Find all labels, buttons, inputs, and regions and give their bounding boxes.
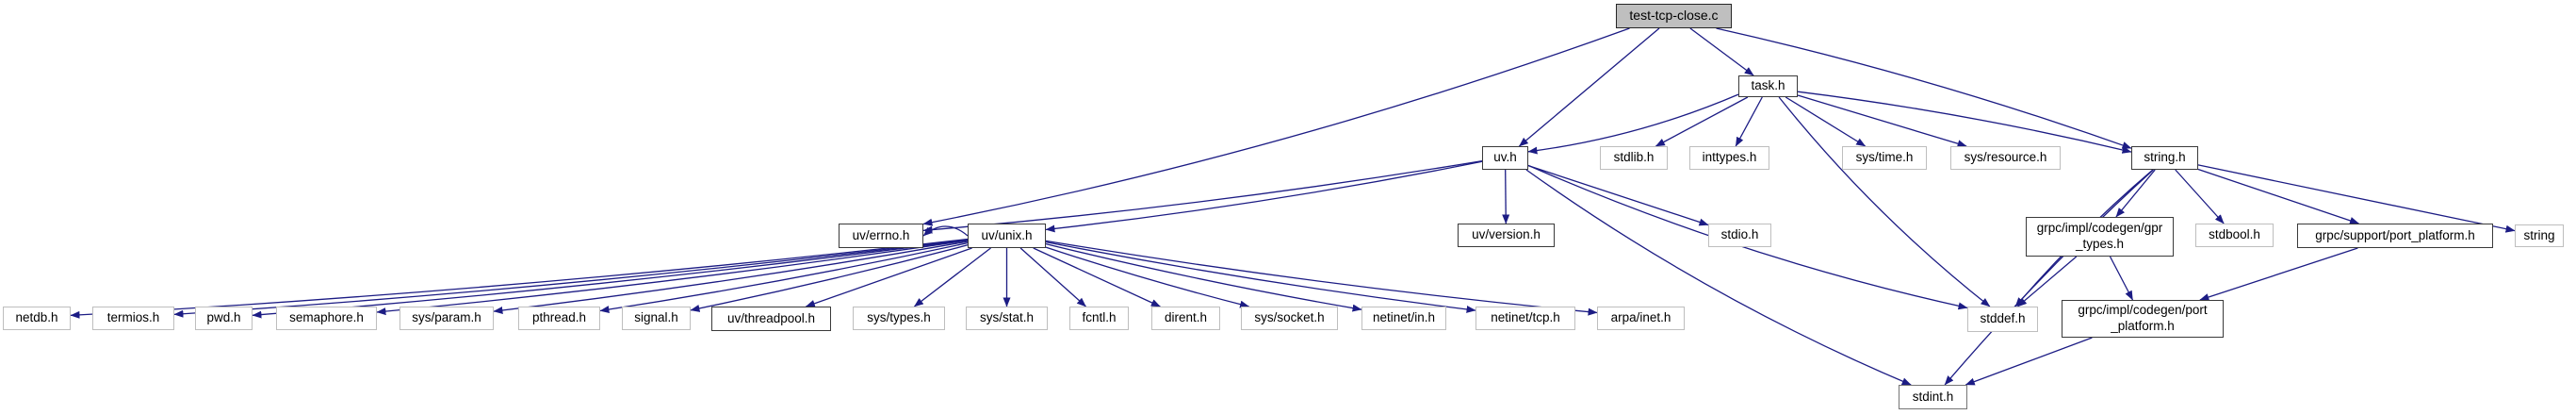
include-edge-grpc-impl-codegen-gpr-types-h-to-stddef-h (2016, 256, 2078, 307)
graph-node-pwd-h: pwd.h (195, 307, 253, 330)
include-edge-uv-unix-h-to-semaphore-h (376, 240, 969, 316)
include-edge-test-tcp-close-c-to-uv-h (1518, 27, 1660, 147)
graph-node-grpc-support-port-platform-h[interactable]: grpc/support/port_platform.h (2297, 224, 2493, 248)
graph-node-sys-stat-h: sys/stat.h (966, 307, 1048, 330)
include-edge-task-h-to-string-h (1797, 91, 2132, 154)
graph-node-semaphore-h: semaphore.h (276, 307, 377, 330)
include-edge-uv-h-to-stdint-h (1525, 169, 1912, 386)
include-edge-grpc-impl-codegen-gpr-types-h-to-grpc-impl-codegen-port-platform-h (2109, 256, 2134, 301)
include-edge-uv-unix-h-to-dirent-h (1033, 247, 1161, 307)
include-edge-uv-h-to-uv-version-h (1502, 169, 1510, 224)
graph-node-sys-types-h: sys/types.h (853, 307, 945, 330)
graph-node-arpa-inet-h: arpa/inet.h (1597, 307, 1685, 330)
graph-node-stdio-h: stdio.h (1708, 224, 1771, 247)
include-edge-string-h-to-stdint-h (1944, 169, 2154, 386)
include-edge-task-h-to-sys-time-h (1785, 96, 1867, 147)
include-edge-test-tcp-close-c-to-task-h (1689, 27, 1754, 76)
graph-node-dirent-h: dirent.h (1151, 307, 1220, 330)
include-edge-uv-unix-h-to-pthread-h (599, 241, 969, 314)
graph-node-termios-h: termios.h (92, 307, 174, 330)
graph-node-uv-unix-h[interactable]: uv/unix.h (968, 224, 1046, 248)
include-edge-test-tcp-close-c-to-string-h (1716, 27, 2132, 149)
graph-node-netdb-h: netdb.h (3, 307, 71, 330)
graph-node-string-h[interactable]: string.h (2131, 146, 2198, 170)
graph-node-netinet-in-h: netinet/in.h (1361, 307, 1446, 330)
graph-node-uv-version-h[interactable]: uv/version.h (1458, 224, 1555, 247)
graph-node-sys-resource-h: sys/resource.h (1950, 146, 2061, 170)
include-edge-uv-unix-h-to-netdb-h (70, 238, 969, 319)
include-edge-uv-unix-h-to-arpa-inet-h (1045, 240, 1598, 316)
graph-node-pthread-h: pthread.h (518, 307, 600, 330)
graph-node-uv-h[interactable]: uv.h (1482, 146, 1528, 170)
include-edge-uv-unix-h-to-netinet-tcp-h (1045, 241, 1476, 313)
graph-node-sys-socket-h: sys/socket.h (1241, 307, 1338, 330)
graph-node-string: string (2515, 224, 2564, 247)
graph-node-sys-param-h: sys/param.h (399, 307, 494, 330)
include-edge-task-h-to-sys-resource-h (1797, 94, 1967, 148)
graph-node-grpc-impl-codegen-port-platform-h[interactable]: grpc/impl/codegen/port _platform.h (2062, 300, 2224, 338)
graph-node-stdbool-h: stdbool.h (2195, 224, 2274, 247)
include-edge-uv-unix-h-to-fcntl-h (1019, 247, 1086, 307)
include-edge-task-h-to-uv-h (1527, 93, 1739, 155)
include-edge-string-h-to-grpc-support-port-platform-h (2197, 168, 2359, 224)
graph-node-grpc-impl-codegen-gpr-types-h[interactable]: grpc/impl/codegen/gpr _types.h (2026, 217, 2174, 257)
include-edge-uv-h-to-stdio-h (1527, 164, 1709, 226)
include-edge-grpc-support-port-platform-h-to-grpc-impl-codegen-port-platform-h (2199, 247, 2358, 301)
include-edge-string-h-to-grpc-impl-codegen-gpr-types-h (2115, 169, 2156, 218)
include-edge-uv-unix-h-to-termios-h (173, 239, 969, 318)
graph-node-sys-time-h: sys/time.h (1842, 146, 1927, 170)
include-edge-uv-unix-h-to-signal-h (690, 244, 969, 312)
graph-node-stddef-h: stddef.h (1967, 307, 2038, 332)
graph-node-signal-h: signal.h (622, 307, 691, 330)
include-edge-uv-unix-h-to-sys-socket-h (1045, 246, 1250, 308)
include-edge-uv-unix-h-to-sys-param-h (493, 241, 969, 314)
graph-node-inttypes-h: inttypes.h (1689, 146, 1769, 170)
include-edge-grpc-impl-codegen-port-platform-h-to-stdint-h (1965, 337, 2093, 386)
include-edge-uv-h-to-stddef-h (1527, 164, 1968, 310)
graph-node-test-tcp-close-c: test-tcp-close.c (1616, 4, 1732, 28)
include-edge-uv-h-to-uv-unix-h (1045, 160, 1483, 233)
include-edge-uv-unix-h-to-sys-types-h (914, 247, 991, 307)
graph-node-netinet-tcp-h: netinet/tcp.h (1475, 307, 1575, 330)
include-edge-task-h-to-stddef-h (1778, 96, 1991, 307)
include-edge-string-h-to-stdbool-h (2175, 169, 2225, 224)
include-edge-uv-unix-h-to-uv-errno-h (922, 225, 969, 237)
include-edge-uv-unix-h-to-uv-threadpool-h (805, 247, 972, 307)
graph-node-task-h[interactable]: task.h (1738, 75, 1798, 97)
graph-node-stdint-h: stdint.h (1899, 385, 1967, 409)
include-edge-uv-unix-h-to-netinet-in-h (1045, 242, 1362, 312)
graph-node-uv-errno-h[interactable]: uv/errno.h (839, 224, 923, 248)
graph-node-stdlib-h: stdlib.h (1600, 146, 1668, 170)
include-edge-task-h-to-inttypes-h (1735, 96, 1763, 147)
graph-node-uv-threadpool-h[interactable]: uv/threadpool.h (711, 307, 831, 331)
include-edge-task-h-to-stdlib-h (1655, 96, 1749, 147)
graph-node-fcntl-h: fcntl.h (1069, 307, 1129, 330)
include-edge-string-h-to-string (2197, 164, 2516, 233)
include-edge-uv-h-to-uv-errno-h (922, 159, 1483, 234)
include-edge-test-tcp-close-c-to-uv-errno-h (922, 27, 1630, 226)
